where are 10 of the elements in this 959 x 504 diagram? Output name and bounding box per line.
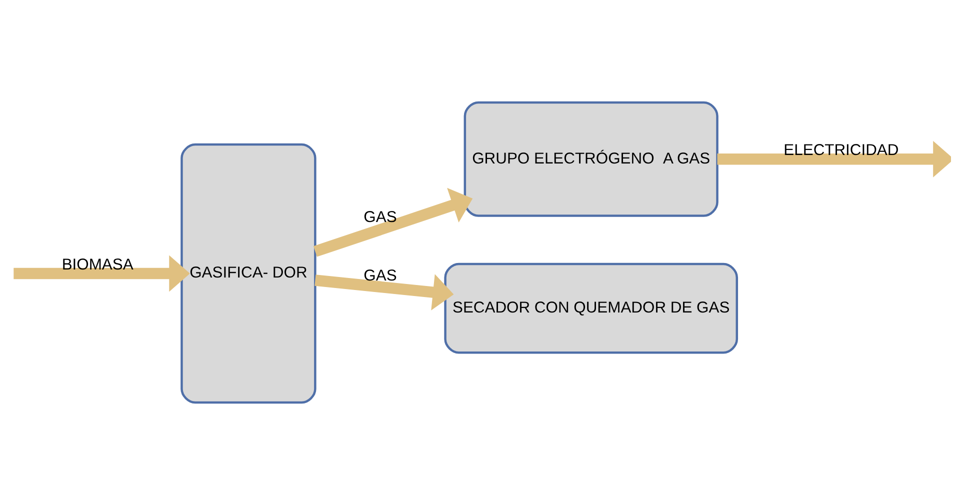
edge-label: GAS: [364, 208, 397, 226]
edge-label: BIOMASA: [62, 256, 134, 273]
node-box: GASIFICA- DOR: [180, 142, 316, 404]
arrow: [717, 140, 951, 177]
arrow: [314, 274, 454, 310]
edge-label: ELECTRICIDAD: [784, 141, 899, 158]
arrow: [14, 254, 190, 292]
node-box: SECADOR CON QUEMADOR DE GAS: [444, 262, 738, 354]
node-box: GRUPO ELECTRÓGENO A GAS: [464, 100, 718, 216]
edge-label: GAS: [364, 266, 397, 284]
